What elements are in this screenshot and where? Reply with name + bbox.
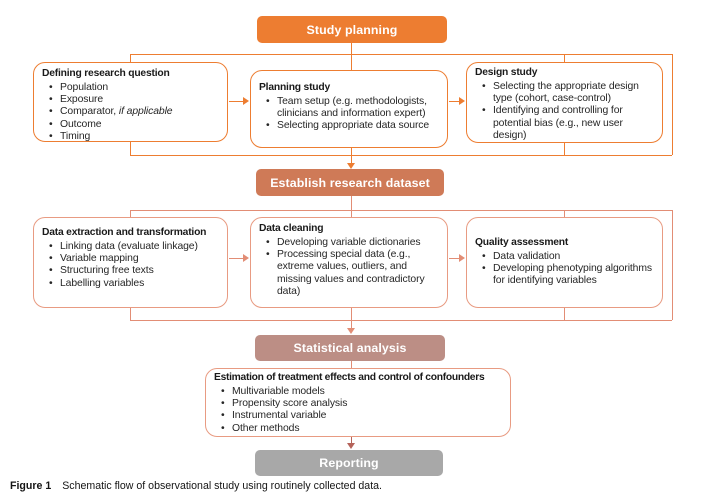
bullet-item: Exposure <box>42 94 221 107</box>
connector-to-statistical-analysis <box>351 320 352 329</box>
figure-caption-label: Figure 1 <box>10 480 52 492</box>
arrowhead-right-data-cleaning <box>243 254 249 262</box>
box-planning-study: Planning study Team setup (e.g. methodol… <box>250 70 448 148</box>
bullet-item: Identifying and controlling for potentia… <box>475 105 656 142</box>
bullet-item: Selecting appropriate data source <box>259 120 441 133</box>
box-title: Data cleaning <box>259 223 324 234</box>
connector-extraction-to-cleaning <box>229 258 244 259</box>
italic-note: if applicable <box>118 106 173 118</box>
arrowhead-down-establish-dataset <box>347 163 355 169</box>
box-estimation-treatment-effects: Estimation of treatment effects and cont… <box>205 368 511 437</box>
connector-to-establish-dataset <box>351 155 352 164</box>
box-title: Design study <box>475 67 538 78</box>
connector-defining-to-planning <box>229 101 244 102</box>
banner-reporting-label: Reporting <box>319 456 379 470</box>
connector-row1-outer-right <box>672 54 673 155</box>
box-title: Data extraction and transformation <box>42 227 207 238</box>
connector-row1-rise-middle <box>351 148 352 155</box>
bullet-item: Developing variable dictionaries <box>259 237 441 250</box>
bullet-item: Other methods <box>214 423 504 436</box>
box-data-extraction-transformation: Data extraction and transformation Linki… <box>33 217 228 308</box>
connector-planning-to-design <box>449 101 460 102</box>
connector-to-reporting <box>351 437 352 444</box>
connector-row1-rise-right <box>564 143 565 155</box>
connector-row2-rise-middle <box>351 308 352 320</box>
bullet-item: Population <box>42 82 221 95</box>
connector-banner1-to-distline <box>351 43 352 54</box>
box-title: Quality assessment <box>475 237 569 248</box>
figure-caption-text: Schematic flow of observational study us… <box>62 480 382 492</box>
banner-study-planning: Study planning <box>257 16 447 43</box>
connector-row2-drop-middle <box>351 210 352 217</box>
arrowhead-right-design-study <box>459 97 465 105</box>
bullet-item: Structuring free texts <box>42 265 221 278</box>
bullet-item: Developing phenotyping algorithms for id… <box>475 263 656 288</box>
bullet-item: Variable mapping <box>42 253 221 266</box>
connector-row2-drop-right <box>564 210 565 217</box>
connector-row1-drop-right <box>564 54 565 62</box>
box-title: Planning study <box>259 82 330 93</box>
figure-caption: Figure 1 Schematic flow of observational … <box>10 480 382 492</box>
connector-row1-drop-left <box>130 54 131 62</box>
bullet-item: Instrumental variable <box>214 410 504 423</box>
connector-row2-rise-right <box>564 308 565 320</box>
arrowhead-right-quality-assessment <box>459 254 465 262</box>
connector-row2-rise-left <box>130 308 131 320</box>
arrowhead-down-statistical-analysis <box>347 328 355 334</box>
bullet-item: Multivariable models <box>214 386 504 399</box>
bullet-item: Processing special data (e.g., extreme v… <box>259 249 441 299</box>
banner-reporting: Reporting <box>255 450 443 476</box>
connector-row1-collection-line <box>130 155 672 156</box>
connector-cleaning-to-quality <box>449 258 460 259</box>
bullet-item: Outcome <box>42 119 221 132</box>
connector-banner3-to-estimation-box <box>351 361 352 368</box>
box-title: Defining research question <box>42 68 170 79</box>
connector-row1-rise-left <box>130 142 131 155</box>
banner-study-planning-label: Study planning <box>306 22 398 37</box>
bullet-item: Selecting the appropriate design type (c… <box>475 81 656 106</box>
bullet-item: Comparator, if applicable <box>42 106 221 119</box>
connector-row2-drop-left <box>130 210 131 217</box>
banner-statistical-analysis-label: Statistical analysis <box>293 341 407 355</box>
connector-row2-outer-right <box>672 210 673 320</box>
connector-row2-distribution-line <box>130 210 672 211</box>
connector-row1-drop-middle <box>351 54 352 70</box>
connector-row2-collection-line <box>130 320 672 321</box>
connector-row1-distribution-line <box>130 54 672 55</box>
connector-banner2-to-distline <box>351 196 352 210</box>
box-design-study: Design study Selecting the appropriate d… <box>466 62 663 143</box>
bullet-item: Propensity score analysis <box>214 398 504 411</box>
box-data-cleaning: Data cleaning Developing variable dictio… <box>250 217 448 308</box>
bullet-item: Timing <box>42 131 221 144</box>
banner-statistical-analysis: Statistical analysis <box>255 335 445 361</box>
banner-establish-research-dataset-label: Establish research dataset <box>270 175 430 190</box>
bullet-item: Labelling variables <box>42 278 221 291</box>
box-quality-assessment: Quality assessment Data validation Devel… <box>466 217 663 308</box>
arrowhead-down-reporting <box>347 443 355 449</box>
arrowhead-right-planning-study <box>243 97 249 105</box>
box-defining-research-question: Defining research question Population Ex… <box>33 62 228 144</box>
bullet-item: Linking data (evaluate linkage) <box>42 241 221 254</box>
box-title: Estimation of treatment effects and cont… <box>214 372 485 383</box>
banner-establish-research-dataset: Establish research dataset <box>256 169 444 196</box>
bullet-item: Data validation <box>475 251 656 264</box>
bullet-item: Team setup (e.g. methodologists, clinici… <box>259 96 441 121</box>
